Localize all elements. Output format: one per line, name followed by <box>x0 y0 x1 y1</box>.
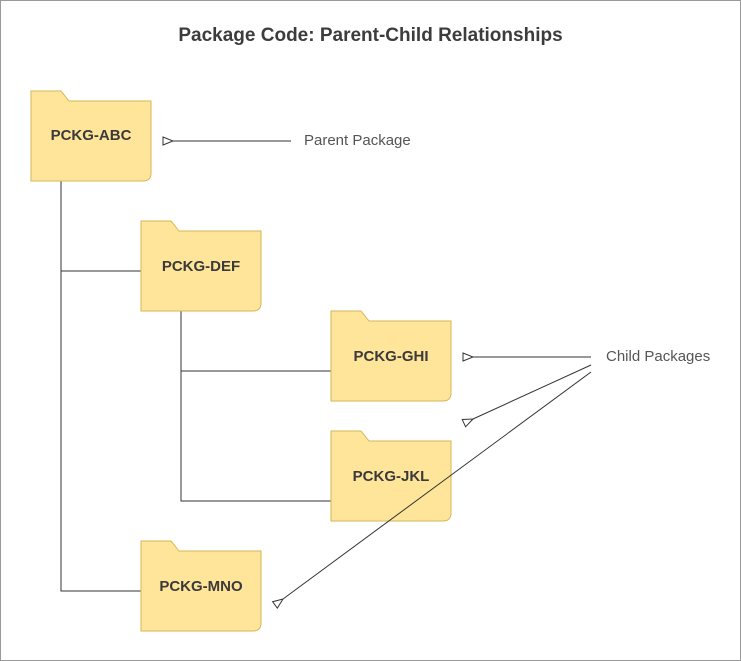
child-arrow-jkl <box>473 364 592 419</box>
child-packages-annotation: Child Packages <box>606 348 711 365</box>
parent-package-annotation: Parent Package <box>304 132 411 149</box>
folder-ghi <box>330 310 452 402</box>
connector-abc-def <box>60 181 141 272</box>
connector-def-ghi <box>180 311 331 372</box>
package-label-mno: PCKG-MNO <box>159 578 243 595</box>
package-label-jkl: PCKG-JKL <box>352 468 430 485</box>
package-label-abc: PCKG-ABC <box>50 127 132 144</box>
hierarchy-connectors <box>60 181 331 592</box>
folders-group <box>30 90 452 632</box>
connector-abc-mno <box>60 271 141 592</box>
folder-abc <box>30 90 152 182</box>
folder-mno <box>140 540 262 632</box>
connector-def-jkl <box>180 371 331 502</box>
package-label-def: PCKG-DEF <box>161 258 241 275</box>
child-arrow-mno <box>283 371 592 599</box>
annotation-arrows <box>173 141 592 599</box>
folder-def <box>140 220 262 312</box>
diagram-title: Package Code: Parent-Child Relationships <box>178 25 563 46</box>
folder-jkl <box>330 430 452 522</box>
package-label-ghi: PCKG-GHI <box>353 348 429 365</box>
